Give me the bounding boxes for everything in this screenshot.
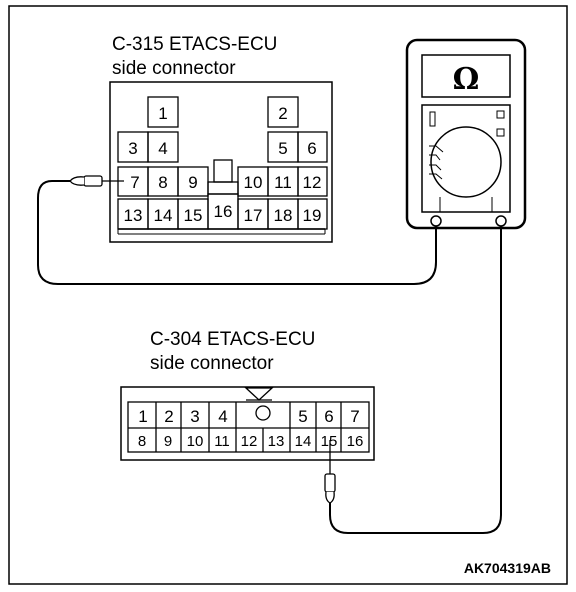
top-pin-17: 17 <box>244 206 263 225</box>
figure-frame <box>8 5 568 585</box>
top-probe <box>69 175 124 187</box>
bottom-pin-15: 15 <box>321 433 338 450</box>
top-connector-title: C-315 ETACS-ECU <box>112 34 277 55</box>
lead-wire-com <box>37 180 437 285</box>
bottom-pin-3: 3 <box>190 407 199 426</box>
top-pin-10: 10 <box>244 173 263 192</box>
bottom-connector-subtitle: side connector <box>150 353 274 374</box>
lead-wire-ohm <box>329 226 502 534</box>
connector-lock-icon <box>255 405 271 421</box>
top-connector-housing <box>109 81 333 243</box>
top-pin-2: 2 <box>278 104 287 123</box>
bottom-pin-4: 4 <box>218 407 227 426</box>
top-pin-5: 5 <box>278 139 287 158</box>
top-pin-14: 14 <box>154 206 173 225</box>
top-connector-subtitle: side connector <box>112 58 236 79</box>
top-pin-15: 15 <box>184 206 203 225</box>
bottom-pin-12: 12 <box>241 433 258 450</box>
top-pin-7: 7 <box>130 173 139 192</box>
bottom-pin-1: 1 <box>138 407 147 426</box>
top-pin-3: 3 <box>128 139 137 158</box>
top-pin-12: 12 <box>303 173 322 192</box>
top-pin-4: 4 <box>158 139 167 158</box>
top-pin-6: 6 <box>307 139 316 158</box>
bottom-pin-2: 2 <box>164 407 173 426</box>
top-pin-9: 9 <box>188 173 197 192</box>
bottom-connector: 1 2 3 4 5 6 7 8 9 10 11 12 13 14 15 16 <box>120 386 375 461</box>
top-pin-1: 1 <box>158 104 167 123</box>
figure-code: AK704319AB <box>464 560 551 576</box>
top-pin-11: 11 <box>274 173 292 192</box>
bottom-pin-5: 5 <box>298 407 307 426</box>
bottom-pin-10: 10 <box>187 433 204 450</box>
ohmmeter-icon: Ω <box>405 38 527 230</box>
bottom-pin-11: 11 <box>214 433 230 450</box>
top-pin-18: 18 <box>274 206 293 225</box>
top-connector: 1 2 3 4 5 6 7 8 9 10 11 12 13 14 15 16 1… <box>109 81 333 243</box>
bottom-connector-housing <box>120 386 375 461</box>
top-pin-13: 13 <box>124 206 143 225</box>
bottom-pin-6: 6 <box>324 407 333 426</box>
top-pin-16: 16 <box>214 202 233 221</box>
bottom-pin-7: 7 <box>350 407 359 426</box>
bottom-pin-8: 8 <box>138 433 146 450</box>
bottom-pin-9: 9 <box>164 433 172 450</box>
ohm-symbol: Ω <box>453 62 480 97</box>
bottom-pin-13: 13 <box>268 433 285 450</box>
bottom-pin-14: 14 <box>295 433 312 450</box>
top-pin-19: 19 <box>303 206 322 225</box>
bottom-pin-16: 16 <box>347 433 364 450</box>
bottom-connector-title: C-304 ETACS-ECU <box>150 329 315 350</box>
bottom-probe <box>324 440 336 504</box>
top-pin-8: 8 <box>158 173 167 192</box>
